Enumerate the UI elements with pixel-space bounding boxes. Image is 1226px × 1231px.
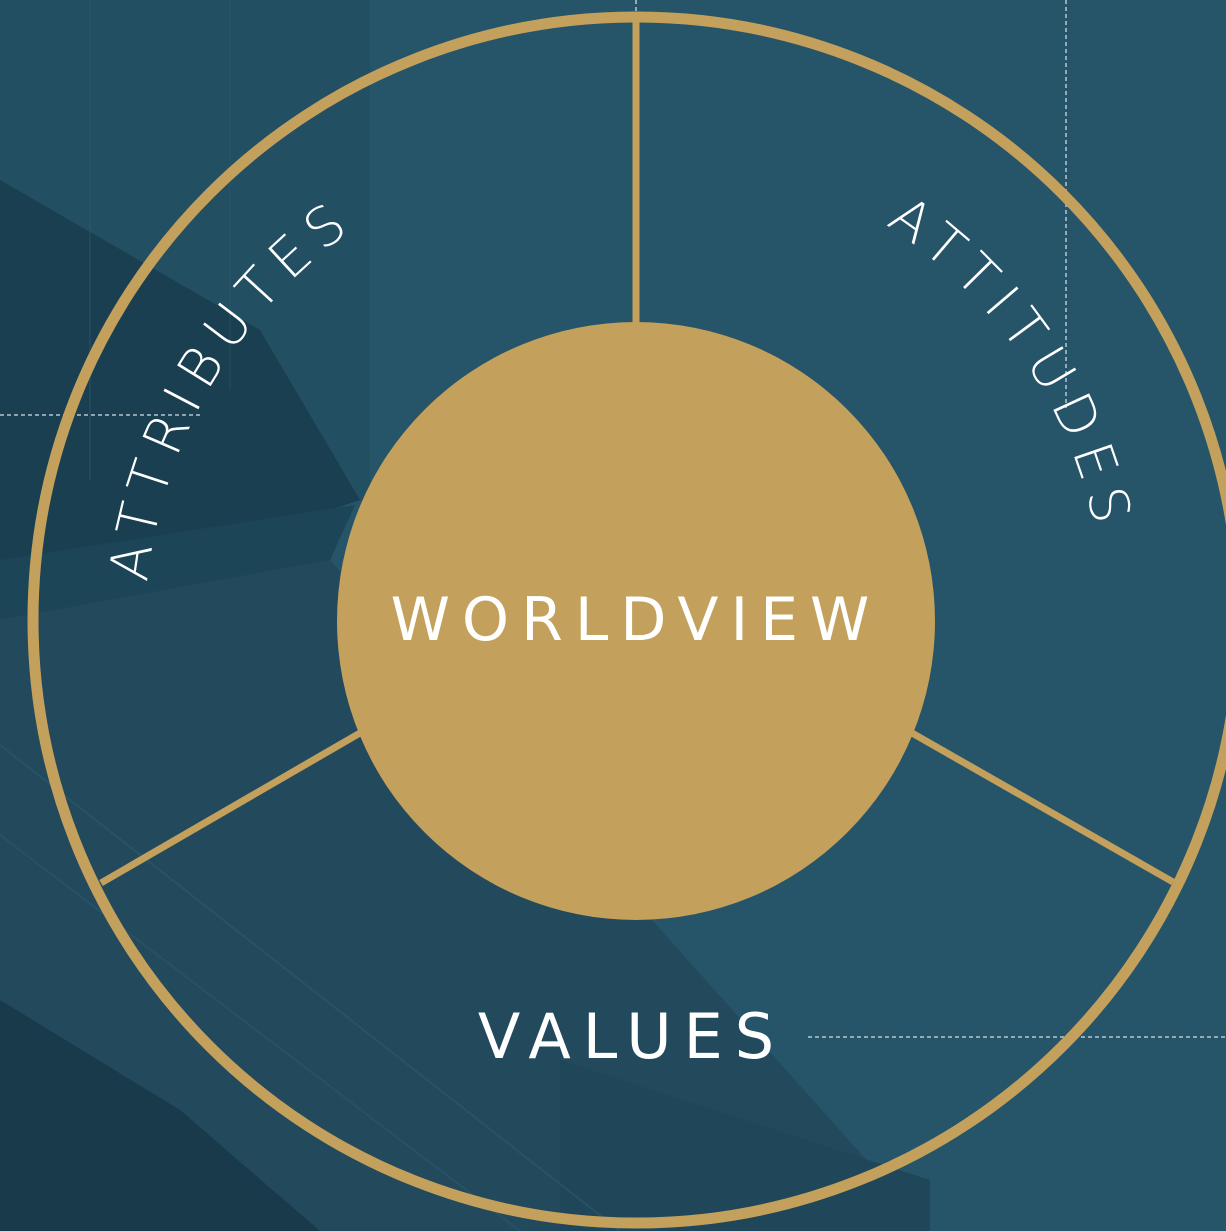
background-edge-line-2: [0, 834, 521, 1231]
background-edge-line-1: [0, 744, 621, 1231]
center-circle: [337, 322, 935, 920]
divider-right: [910, 729, 1175, 886]
center-label: WORLDVIEW: [391, 585, 882, 655]
segment-label-values: VALUES: [478, 1000, 786, 1073]
background-beam-edge: [0, 505, 355, 620]
background-shadow-lower: [0, 1000, 320, 1231]
divider-left: [99, 729, 362, 887]
outer-ring: [27, 11, 1226, 1229]
segment-dividers: [99, 20, 1175, 887]
